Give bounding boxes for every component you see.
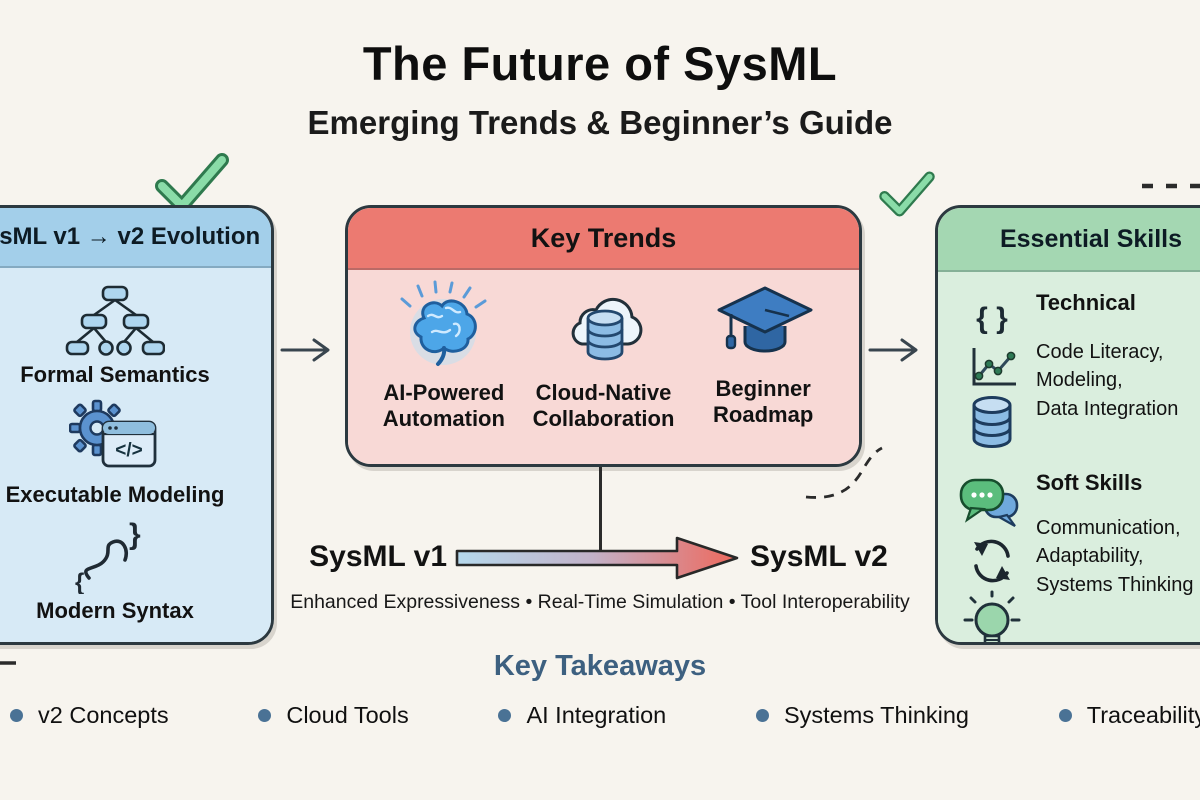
evolution-item-label: Formal Semantics [20,362,210,387]
trend-label-line: Automation [382,405,505,431]
trend-label-line: Roadmap [713,401,814,427]
curly-braces-icon: { } [976,302,1008,335]
key-trends-panel-title: Key Trends [348,208,859,270]
skill-line: Systems Thinking [1036,573,1194,596]
trend-label-line: AI-Powered [383,380,505,405]
soft-skills-section: Soft Skills Communication, Adaptability,… [959,466,1200,642]
skill-line: Adaptability, [1036,545,1144,568]
takeaway-label: Cloud Tools [286,702,409,728]
connector-line [599,467,602,550]
cloud-database-icon [571,297,642,361]
takeaway-item: AI Integration [498,702,666,729]
bullet-dot-icon [258,709,272,722]
braces-glyph: { } [976,302,1008,335]
trend-item: Beginner Roadmap [683,280,843,464]
takeaways-title: Key Takeaways [493,650,707,682]
takeaway-item: Cloud Tools [258,702,409,729]
takeaway-label: v2 Concepts [38,702,169,728]
trend-label-line: Beginner [715,376,811,401]
checkmark-icon [879,171,935,217]
skill-line: Code Literacy, [1036,341,1164,363]
lightbulb-icon [963,590,1021,642]
skill-line: Communication, [1036,517,1181,539]
trend-label-line: Collaboration [532,405,675,431]
page-title: The Future of SysML [362,37,838,90]
flow-arrow-icon [868,338,918,362]
key-trends-panel: Key Trends AI-Powered Aut [345,205,862,467]
brain-icon [400,280,487,366]
brace-open-glyph: { [75,569,84,594]
takeaway-item: v2 Concepts [10,702,169,729]
graduation-cap-icon [717,286,813,353]
takeaway-item: Systems Thinking [755,702,969,729]
bullet-dot-icon [498,709,512,722]
evolution-item-label: Modern Syntax [36,598,194,623]
essential-skills-panel-title: Essential Skills [938,208,1200,272]
brace-close-glyph: } [129,518,141,551]
transition-tagline: Enhanced Expressiveness • Real-Time Simu… [290,591,910,613]
database-icon [972,396,1012,448]
trend-item: Cloud-Native Collaboration [524,280,684,464]
refresh-arrows-icon [974,539,1010,583]
essential-skills-panel-body: { } Technical [938,272,1200,642]
flow-arrow-icon [280,338,330,362]
squiggle-braces-icon: } { [75,518,141,594]
trend-item: AI-Powered Automation [364,280,524,464]
takeaway-item: Traceability [1058,702,1200,729]
bullet-dot-icon [1058,709,1072,722]
skill-line: Modeling, [1036,369,1123,392]
essential-skills-panel: Essential Skills { } [935,205,1200,645]
chat-bubbles-icon [959,478,1019,527]
takeaway-label: Traceability [1086,702,1200,728]
evolution-panel: SysML v1 → v2 Evolution Formal Semantics [0,205,274,645]
skill-section-heading: Technical [1036,290,1136,315]
gear-code-icon: </> [69,399,157,468]
skill-section-heading: Soft Skills [1036,470,1143,495]
hierarchy-tree-icon [65,285,165,356]
sysml-v2-label: SysML v2 [750,540,888,573]
evolution-panel-body: Formal Semantics [0,268,271,642]
bullet-dot-icon [755,709,769,722]
v1-to-v2-gradient-arrow [455,536,739,580]
bullet-dot-icon [10,709,23,722]
skill-line: Data Integration [1036,397,1179,420]
line-chart-icon [972,348,1016,386]
takeaway-label: Systems Thinking [783,702,969,728]
trend-label-line: Cloud-Native [535,380,672,405]
technical-skills-section: { } Technical [960,286,1200,452]
sysml-v1-label: SysML v1 [309,540,447,573]
evolution-panel-title: SysML v1 → v2 Evolution [0,208,271,268]
key-trends-panel-body: AI-Powered Automation Cloud-Native Colla… [348,270,859,464]
page-subtitle: Emerging Trends & Beginner’s Guide [307,104,893,141]
takeaway-label: AI Integration [526,702,667,728]
evolution-item-label: Executable Modeling [5,482,225,507]
code-glyph: </> [115,440,142,461]
takeaways-row: v2 Concepts Cloud Tools AI Integration S… [10,702,1200,729]
